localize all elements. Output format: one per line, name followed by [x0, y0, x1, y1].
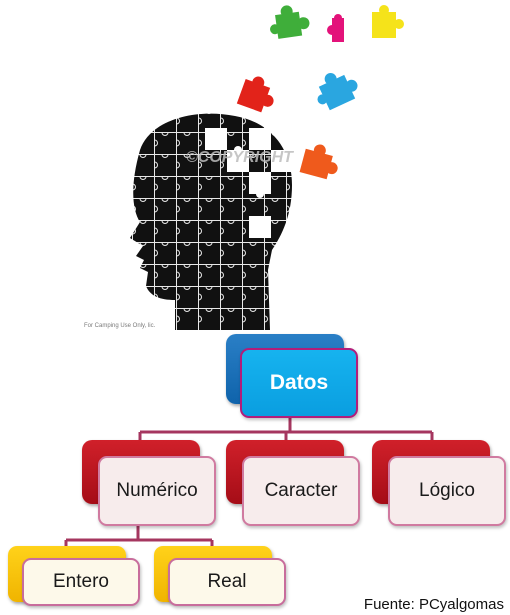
- node-numerico-label: Numérico: [98, 456, 216, 526]
- missing-pieces: [205, 128, 293, 238]
- source-credit: Fuente: PCyalgomas: [363, 596, 504, 613]
- puzzle-piece-red: [236, 76, 274, 113]
- node-datos-label: Datos: [240, 348, 358, 418]
- node-entero-label: Entero: [22, 558, 140, 606]
- node-real-label: Real: [168, 558, 286, 606]
- image-watermark: ©COPYRIGHT: [186, 149, 294, 166]
- puzzle-piece-blue: [317, 72, 358, 111]
- puzzle-piece-orange: [299, 144, 338, 180]
- node-caracter-label: Caracter: [242, 456, 360, 526]
- illustration-footnote: For Camping Use Only, lic.: [84, 323, 156, 329]
- puzzle-piece-yellow: [372, 5, 404, 38]
- head-silhouette: [130, 113, 292, 330]
- head-puzzle-image: ©COPYRIGHT: [130, 5, 404, 330]
- node-logico-label: Lógico: [388, 456, 506, 526]
- puzzle-piece-green: [270, 5, 310, 39]
- head-puzzle-illustration: ©COPYRIGHT: [84, 5, 404, 330]
- puzzle-piece-magenta: [327, 14, 344, 42]
